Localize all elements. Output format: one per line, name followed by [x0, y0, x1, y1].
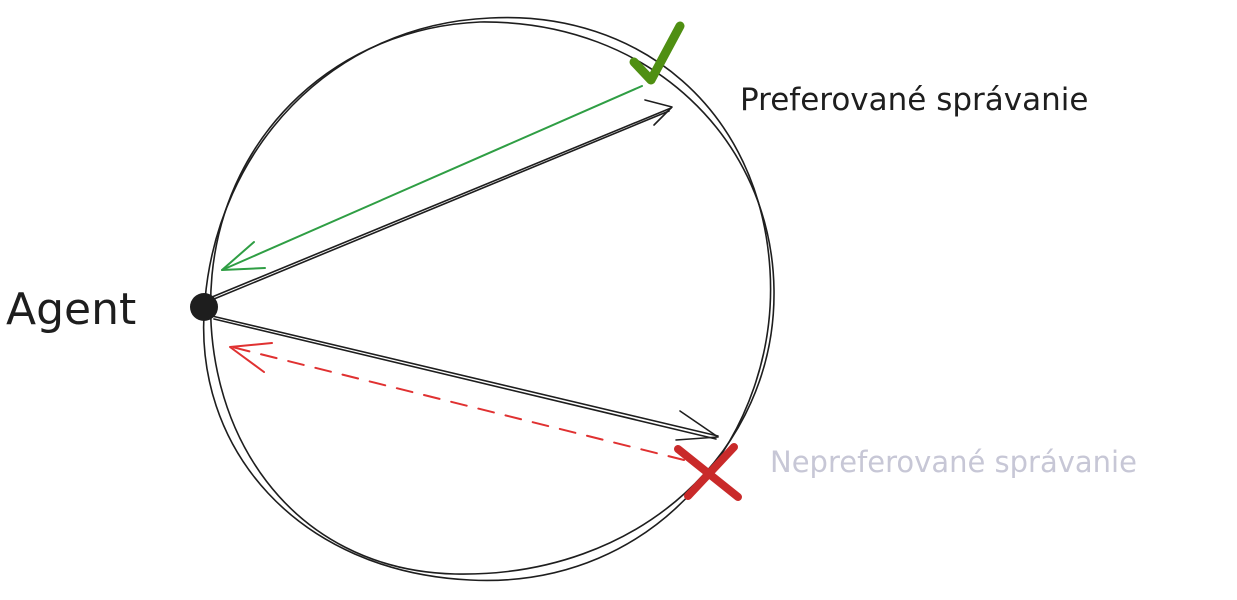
- preferred-behavior-label: Preferované správanie: [740, 82, 1088, 118]
- feedback-arrow-preferred: [221, 85, 643, 271]
- agent-dot: [190, 293, 218, 321]
- cross-icon: [674, 443, 742, 501]
- arrow-to-preferred: [211, 99, 673, 300]
- feedback-arrow-nonpreferred: [229, 342, 685, 461]
- arrow-to-nonpreferred: [211, 315, 719, 441]
- behavior-circle: [202, 16, 775, 582]
- agent-label: Agent: [6, 284, 136, 335]
- nonpreferred-behavior-label: Nepreferované správanie: [770, 445, 1137, 479]
- checkmark-icon: [629, 21, 685, 85]
